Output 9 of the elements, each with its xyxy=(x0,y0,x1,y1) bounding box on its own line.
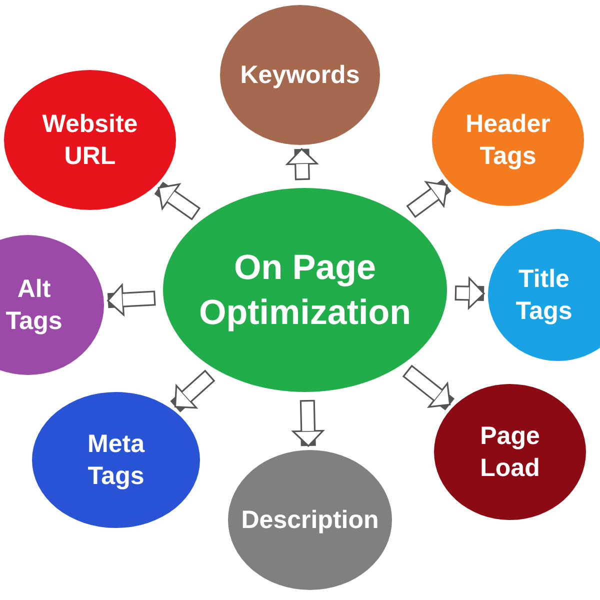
node-label: Keywords xyxy=(240,60,360,91)
node-label: Page Load xyxy=(479,420,541,484)
node-label: Title Tags xyxy=(514,264,574,327)
node-label: Description xyxy=(241,504,379,536)
node-label: Header Tags xyxy=(464,108,552,172)
node-label: Alt Tags xyxy=(4,274,64,337)
node-label: Website URL xyxy=(41,108,139,172)
node-label: On Page Optimization xyxy=(198,246,412,334)
node-label: Meta Tags xyxy=(86,428,146,492)
